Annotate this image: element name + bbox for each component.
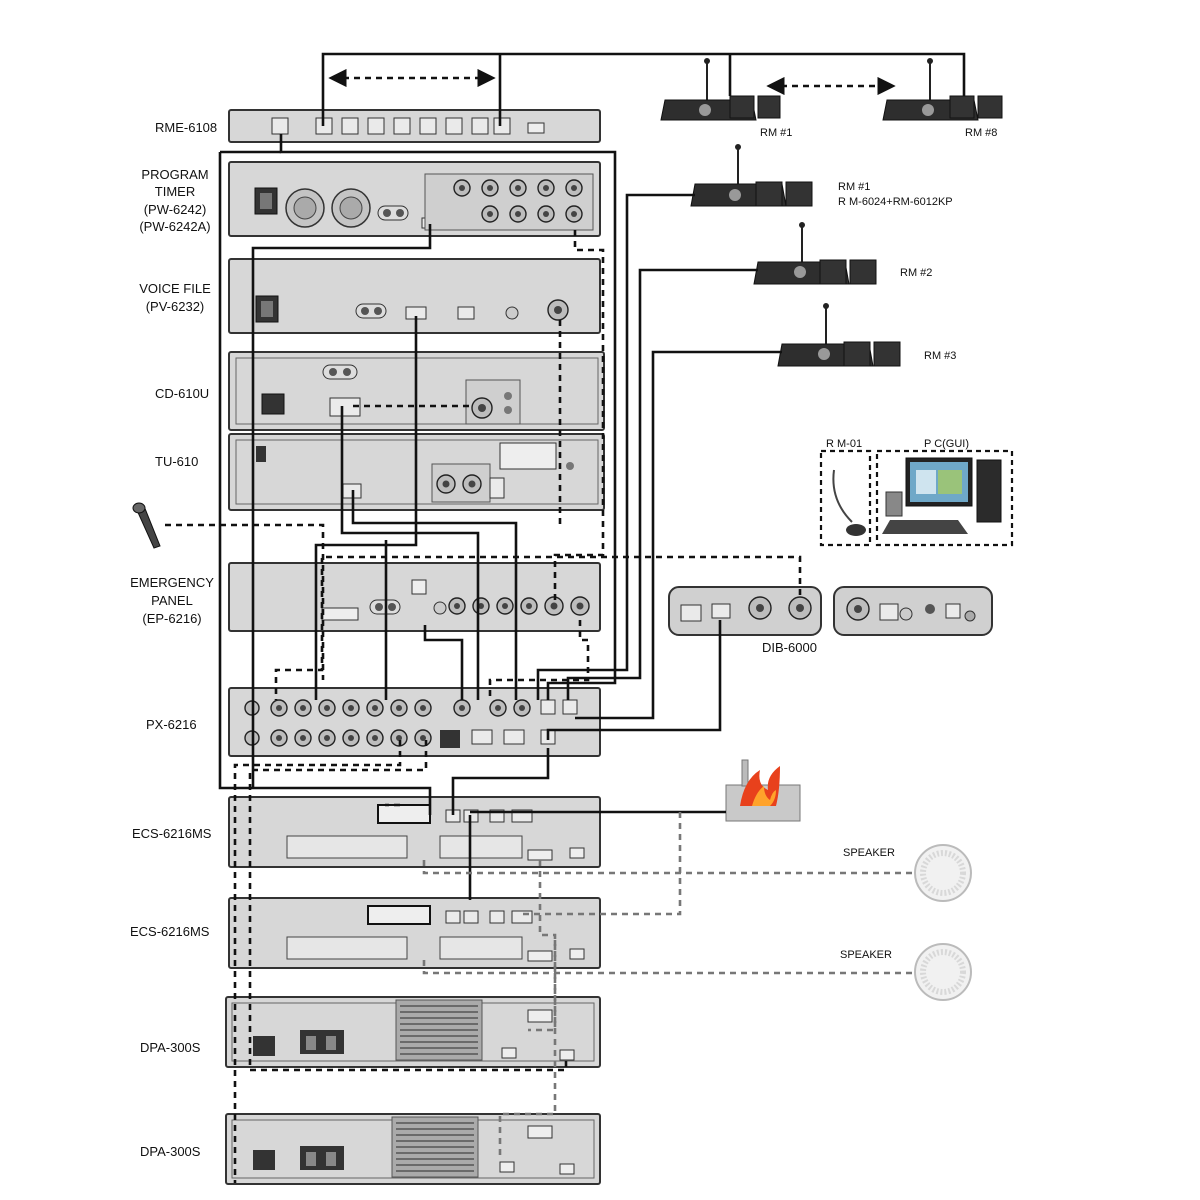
label-rm1-top: RM #1 — [760, 127, 792, 139]
fire-alarm-icon — [725, 759, 801, 822]
device-dib6000 — [668, 586, 993, 636]
remote-mic-rm1 — [690, 144, 813, 207]
label-program-timer-3: (PW-6242) — [144, 202, 207, 217]
device-labels: RME-6108 PROGRAM TIMER (PW-6242) (PW-624… — [130, 120, 817, 1159]
label-ecs-1: ECS-6216MS — [132, 826, 212, 841]
pc-box — [875, 449, 1014, 547]
label-program-timer-4: (PW-6242A) — [139, 219, 210, 234]
remote-mic-top-rm1 — [660, 58, 781, 121]
label-ecs-2: ECS-6216MS — [130, 924, 210, 939]
remote-mic-rm2 — [753, 222, 877, 285]
device-ecs-2 — [228, 897, 601, 969]
label-speaker-2: SPEAKER — [840, 949, 892, 961]
wires — [165, 52, 966, 1183]
label-dpa-1: DPA-300S — [140, 1040, 201, 1055]
device-rme6108 — [228, 109, 601, 143]
remote-labels: RM #1 RM #8 RM #1 R M-6024+RM-6012KP RM … — [760, 127, 997, 961]
label-rme6108: RME-6108 — [155, 120, 217, 135]
label-voice-file-2: (PV-6232) — [146, 299, 205, 314]
label-dib: DIB-6000 — [762, 640, 817, 655]
label-rm01: R M-01 — [826, 438, 862, 450]
label-emergency-2: PANEL — [151, 593, 193, 608]
label-rm1-model: R M-6024+RM-6012KP — [838, 196, 953, 208]
label-rm1: RM #1 — [838, 181, 870, 193]
remote-mic-rm3 — [777, 303, 901, 367]
label-tuner: TU-610 — [155, 454, 198, 469]
label-rm8-top: RM #8 — [965, 127, 997, 139]
label-rm2: RM #2 — [900, 267, 932, 279]
label-cd: CD-610U — [155, 386, 209, 401]
label-emergency-3: (EP-6216) — [142, 611, 201, 626]
label-emergency-1: EMERGENCY — [130, 575, 214, 590]
ceiling-speaker-1-icon — [914, 844, 972, 902]
rm01-box — [819, 449, 872, 547]
label-voice-file-1: VOICE FILE — [139, 281, 211, 296]
device-ecs-1 — [228, 796, 601, 868]
label-program-timer-1: PROGRAM — [141, 167, 208, 182]
remote-mic-top-rm8 — [882, 58, 1003, 121]
hand-mic-icon — [132, 502, 161, 549]
ceiling-speaker-2-icon — [914, 943, 972, 1001]
label-px: PX-6216 — [146, 717, 197, 732]
device-program-timer — [228, 161, 601, 237]
label-pc: P C(GUI) — [924, 438, 969, 450]
device-dpa-2 — [225, 1113, 601, 1185]
device-emergency-panel — [228, 562, 601, 632]
label-program-timer-2: TIMER — [155, 184, 195, 199]
device-px6216 — [228, 687, 601, 757]
label-dpa-2: DPA-300S — [140, 1144, 201, 1159]
label-rm3: RM #3 — [924, 350, 956, 362]
label-speaker-1: SPEAKER — [843, 847, 895, 859]
device-dpa-1 — [225, 996, 601, 1068]
device-voice-file — [228, 258, 601, 334]
